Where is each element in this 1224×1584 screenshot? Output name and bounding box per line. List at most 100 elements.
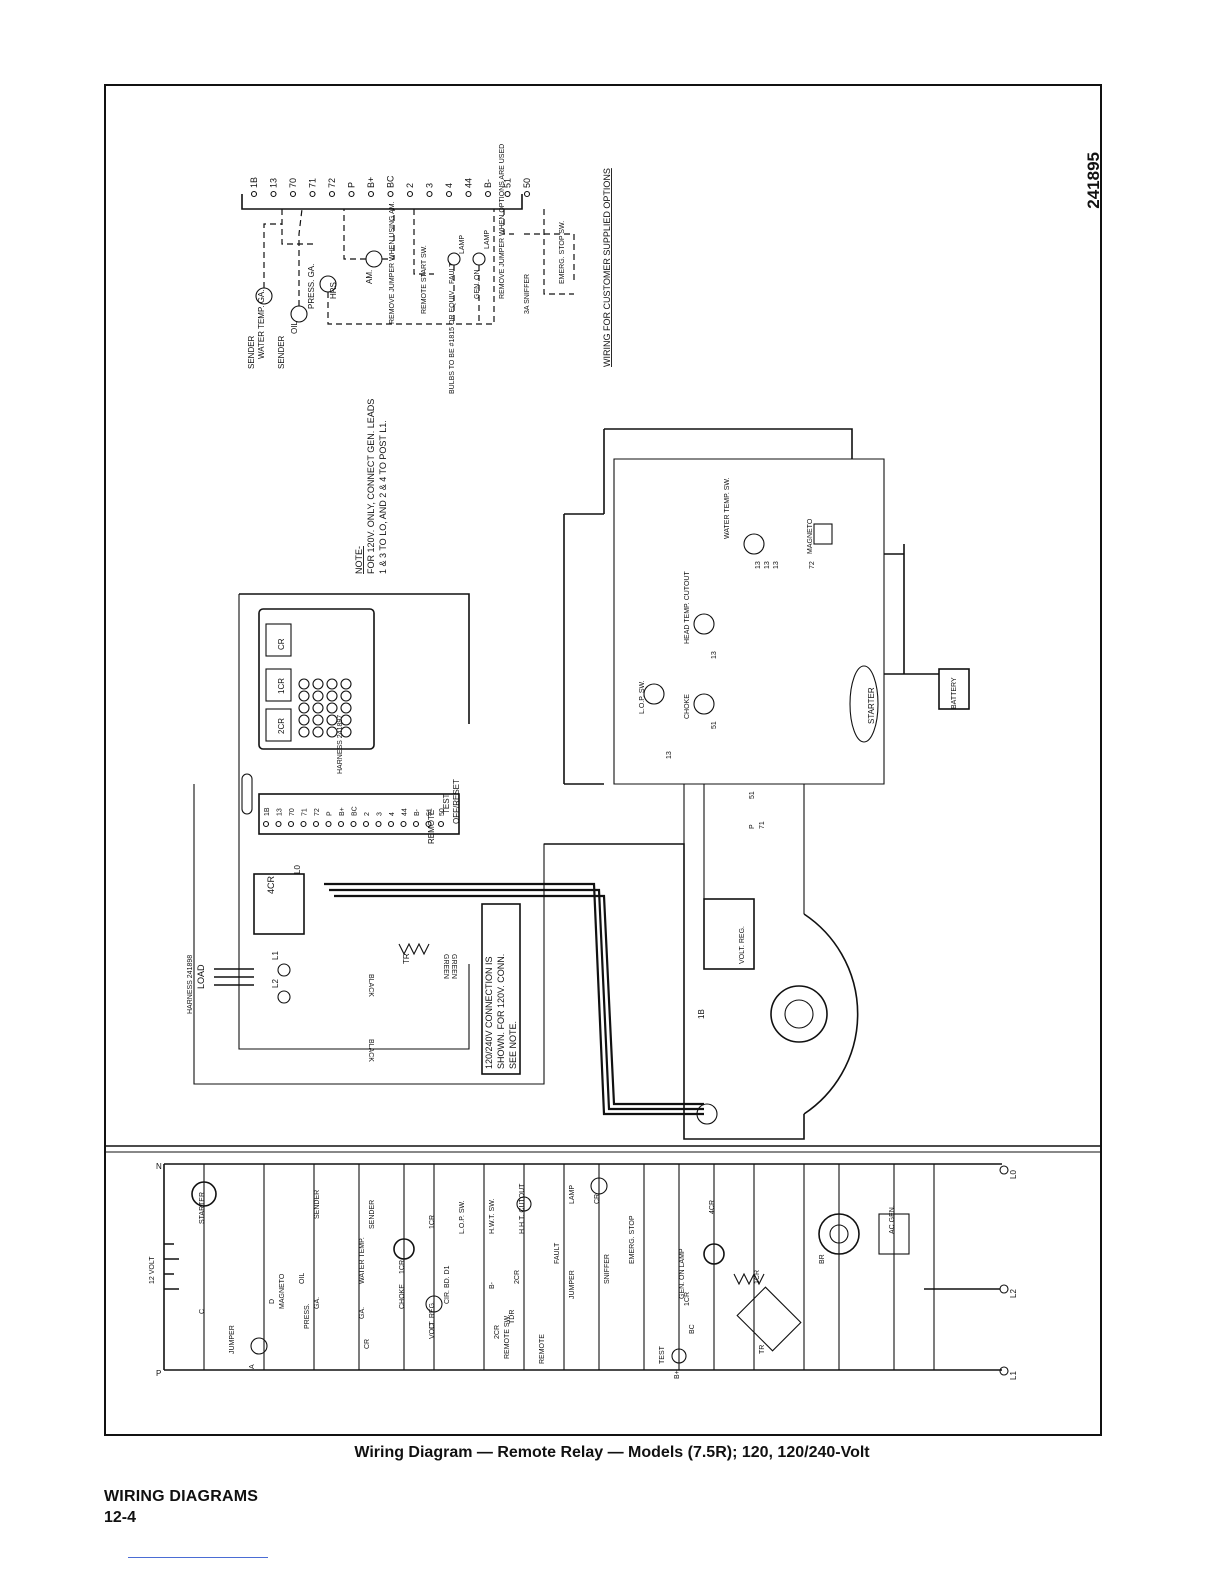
options-label-am: AM. <box>365 270 374 284</box>
schematic-label: 4CR <box>709 1200 716 1214</box>
harness-pin <box>298 690 310 702</box>
fault-lamp-schematic <box>516 1196 532 1212</box>
schematic-transformer <box>733 1272 765 1286</box>
controller-enclosure-top <box>239 593 470 724</box>
options-label-lamp-2: LAMP <box>484 230 491 249</box>
relay-label-2cr: 2CR <box>277 718 286 734</box>
starter-motor-symbol <box>191 1181 217 1207</box>
strip-terminal-label: BC <box>352 806 359 816</box>
schematic-label: SENDER <box>314 1190 321 1219</box>
battery-cells <box>164 1243 179 1290</box>
engine-wire-13-b: 13 <box>764 561 771 569</box>
option-terminal <box>406 190 414 198</box>
schematic-label: A <box>249 1364 256 1369</box>
option-terminal <box>348 190 355 198</box>
note-block: NOTE- FOR 120V. ONLY, CONNECT GEN. LEADS… <box>354 399 388 574</box>
schematic-label: B- <box>489 1281 496 1289</box>
option-terminal-label: 13 <box>269 178 279 188</box>
strip-terminal <box>412 820 420 828</box>
schematic-rungs <box>203 1164 935 1370</box>
strip-terminal <box>275 820 282 828</box>
connection-note-line-2: SHOWN. FOR 120V. CONN. <box>496 954 506 1069</box>
option-terminal <box>426 190 433 198</box>
schematic-label: GA. <box>359 1307 366 1319</box>
engine-wire-13-a: 13 <box>755 561 762 569</box>
strip-terminal-label: P <box>327 811 334 816</box>
page-number: 12-4 <box>104 1509 137 1526</box>
section-title: WIRING DIAGRAMS <box>104 1488 259 1505</box>
schematic-label: CIR. BD. D1 <box>444 1265 451 1304</box>
option-terminal-label: 44 <box>464 178 474 188</box>
harness-pin <box>340 678 352 690</box>
option-terminal <box>504 190 511 198</box>
schematic-label: JUMPER <box>229 1325 236 1354</box>
option-terminal <box>484 190 492 198</box>
option-terminal <box>289 190 297 198</box>
strip-terminal <box>425 820 432 828</box>
schematic-label: 1CR <box>429 1215 436 1229</box>
bridge-rectifier-symbol <box>736 1286 802 1352</box>
water-temp-switch-symbol <box>743 533 765 555</box>
engine-wire-51-b: 51 <box>749 791 756 799</box>
engine-wire-1b: 1B <box>697 1009 706 1019</box>
schematic-label: BC <box>689 1324 696 1334</box>
load-terminal-l1-label: L1 <box>271 951 280 960</box>
schematic-label: 1CR <box>684 1292 691 1306</box>
1cr-coil-symbol <box>703 1243 725 1265</box>
strip-terminal <box>350 820 357 828</box>
oil-press-wire <box>298 208 303 306</box>
schematic-label: FAULT <box>554 1242 561 1264</box>
starter-symbol <box>849 665 879 743</box>
options-label-lamp-1: LAMP <box>459 235 466 254</box>
schematic-label: BR <box>819 1254 826 1264</box>
options-label-oil: OIL <box>290 321 299 334</box>
harness-pin <box>312 702 324 714</box>
options-label-remote-start: REMOTE START SW. <box>421 245 428 314</box>
options-label-press-ga: PRESS. GA. <box>307 264 316 309</box>
harness-pin <box>326 690 338 702</box>
options-label-remove-jumper-am: REMOVE JUMPER WHEN USING AM. <box>389 201 396 324</box>
relay-box-cr <box>265 623 292 657</box>
output-terminal-l1 <box>999 1366 1009 1376</box>
rail-label-n: N <box>156 1162 162 1171</box>
schematic-label: AC GEN. <box>889 1205 896 1234</box>
ammeter-wire <box>343 209 395 260</box>
option-terminal <box>387 190 394 198</box>
load-terminal-l0-label: L0 <box>293 865 302 874</box>
option-terminal-label: BC <box>386 175 396 188</box>
schematic-label: 1CR <box>399 1260 406 1274</box>
strip-terminal-label: 44 <box>402 808 409 816</box>
strip-terminal <box>312 820 320 828</box>
schematic-label: 1CR <box>754 1270 761 1284</box>
strip-terminal <box>300 820 307 828</box>
schematic-label: 2CR <box>494 1325 501 1339</box>
relay-4cr-label: 4CR <box>266 875 276 894</box>
schematic-label: H.H.T. CUTOUT <box>519 1183 526 1234</box>
gen-on-lamp-schematic <box>671 1348 687 1364</box>
option-terminal <box>328 190 336 198</box>
choke-coil-symbol <box>393 1238 415 1260</box>
schematic-label: MAGNETO <box>279 1273 286 1309</box>
wire-color-black-2: BLACK <box>367 1039 374 1062</box>
option-terminal-label: 2 <box>405 183 415 188</box>
ammeter-schematic <box>250 1337 268 1355</box>
strip-terminal <box>287 820 295 828</box>
harness-pin <box>326 702 338 714</box>
strip-terminal <box>437 820 445 828</box>
lamp-wires <box>453 209 575 324</box>
output-terminal-l0 <box>999 1165 1009 1175</box>
relay-label-cr: CR <box>277 638 286 650</box>
schematic-label: GA. <box>314 1297 321 1309</box>
engine-label-battery: BATTERY <box>951 677 958 709</box>
strip-terminal-label: 72 <box>314 808 321 816</box>
strip-terminal-label: 70 <box>289 808 296 816</box>
option-terminal-label: 72 <box>327 178 337 188</box>
battery-symbol <box>938 668 970 710</box>
engine-wire-71: 71 <box>759 821 766 829</box>
strip-terminal-label: 71 <box>302 808 309 816</box>
schematic-label: VOLT. REG. <box>429 1301 436 1339</box>
relay-board <box>258 608 375 750</box>
load-leads <box>214 968 254 986</box>
